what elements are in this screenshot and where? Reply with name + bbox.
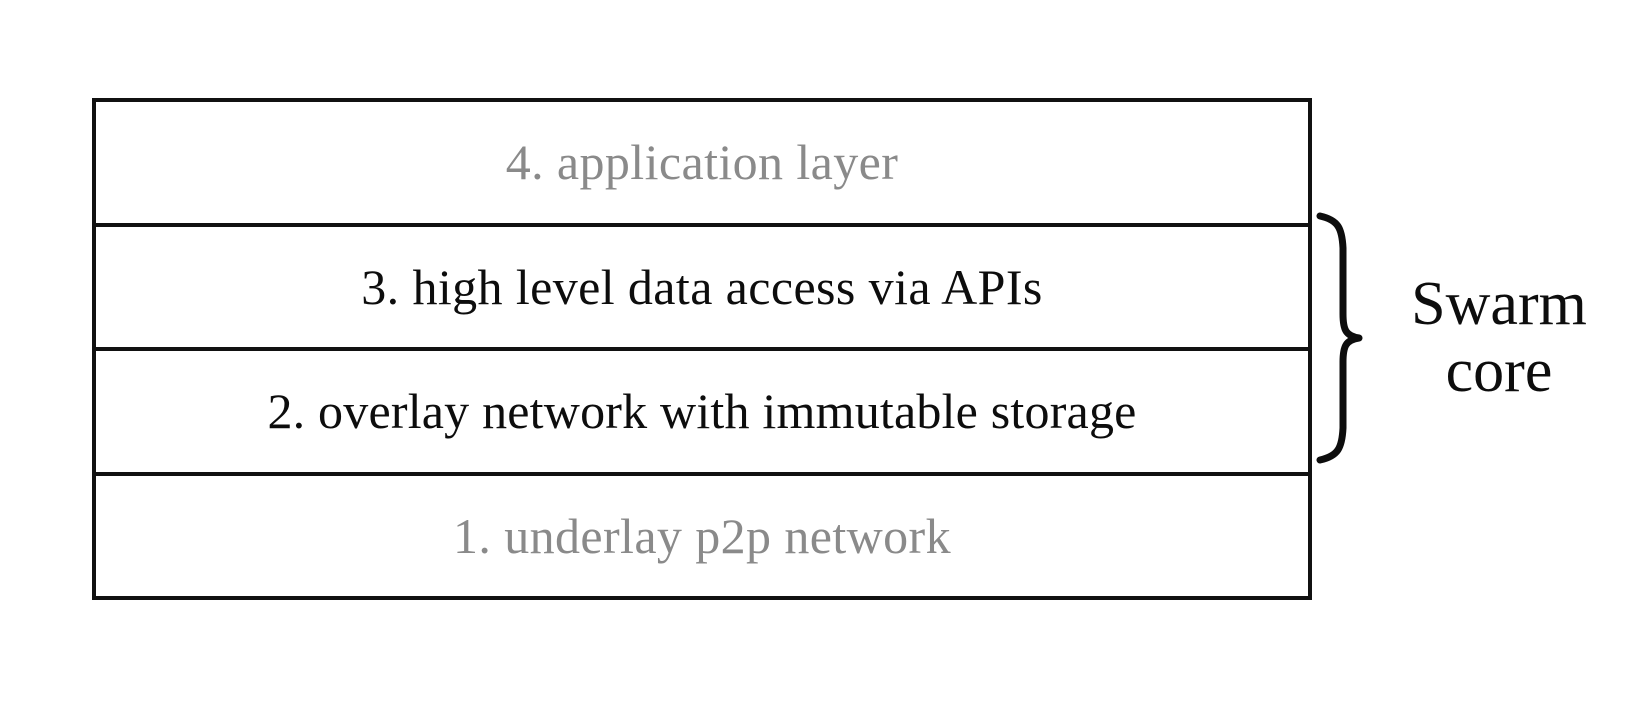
swarm-core-label: Swarm core <box>1374 214 1624 462</box>
layer-row-overlay-network: 2. overlay network with immutable storag… <box>96 351 1308 476</box>
layer-row-api-access: 3. high level data access via APIs <box>96 226 1308 351</box>
curly-brace-icon <box>1316 212 1363 464</box>
swarm-core-label-line-1: Swarm <box>1411 270 1587 339</box>
swarm-core-annotation: Swarm core <box>1312 212 1632 464</box>
layer-label-application: 4. application layer <box>505 134 899 190</box>
layer-stack: 4. application layer 3. high level data … <box>92 98 1312 600</box>
layer-label-api-access: 3. high level data access via APIs <box>361 258 1043 315</box>
layer-label-overlay-network: 2. overlay network with immutable storag… <box>267 383 1137 439</box>
swarm-core-label-line-2: core <box>1445 337 1553 405</box>
layer-row-underlay-network: 1. underlay p2p network <box>96 475 1308 596</box>
layer-label-underlay-network: 1. underlay p2p network <box>453 507 951 564</box>
layer-row-application: 4. application layer <box>96 102 1308 227</box>
